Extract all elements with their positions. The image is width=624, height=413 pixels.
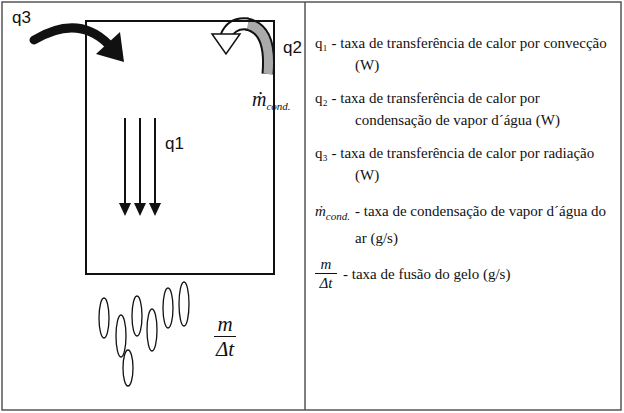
- melt-rate-fraction: mΔt: [315, 255, 337, 292]
- legend-entry: q₂ - taxa de transferência de calor por …: [315, 87, 607, 131]
- numerator: m: [321, 255, 332, 273]
- denominator: Δt: [216, 337, 234, 361]
- flux-symbol: q2: [283, 38, 302, 58]
- flux-symbol: q1: [165, 134, 184, 154]
- legend-entry: q₃ - taxa de transferência de calor por …: [315, 142, 607, 186]
- mass-rate-symbol: ṁ: [315, 203, 326, 219]
- mass-rate-symbol: ṁcond.: [252, 88, 291, 112]
- divider: [304, 2, 306, 410]
- numerator: m: [217, 312, 232, 336]
- denominator: Δt: [320, 274, 333, 292]
- fraction-bar: [214, 336, 236, 337]
- legend-entry: q₁ - taxa de transferência de calor por …: [315, 32, 607, 76]
- legend-entry: mΔt - taxa de fusão do gelo (g/s): [315, 255, 607, 292]
- radiation-arrow: [34, 28, 124, 62]
- subscript: cond.: [326, 210, 350, 222]
- mass-rate-symbol: ṁ: [252, 88, 266, 110]
- melt-rate-fraction: mΔt: [214, 312, 236, 361]
- box: q1: [85, 20, 275, 275]
- flux-symbol: q3: [12, 8, 31, 28]
- fraction-bar: [315, 273, 337, 274]
- ice-drops: [99, 282, 189, 386]
- frame: [2, 2, 621, 410]
- condensation-arrow: [212, 24, 269, 74]
- legend-entry: ṁcond. - taxa de condensação de vapor d´á…: [315, 200, 607, 249]
- subscript: cond.: [266, 100, 290, 112]
- legend-description: - taxa de fusão do gelo (g/s): [343, 266, 510, 282]
- legend-description: - taxa de condensação de vapor d´água do…: [355, 203, 606, 246]
- convection-arrows: [119, 118, 161, 216]
